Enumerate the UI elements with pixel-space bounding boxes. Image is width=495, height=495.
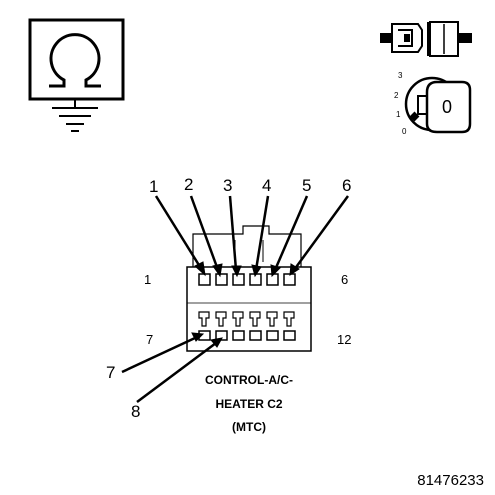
ohmmeter-ground-icon <box>28 18 125 132</box>
key-position-3: 3 <box>398 71 403 80</box>
row-label-bottom-left: 7 <box>146 332 153 347</box>
callout-4: 4 <box>262 176 271 195</box>
caption-line-2: HEATER C2 <box>215 397 282 411</box>
callout-2: 2 <box>184 175 193 194</box>
row-label-top-left: 1 <box>144 272 151 287</box>
key-position-1: 1 <box>396 110 401 119</box>
row-label-bottom-right: 12 <box>337 332 351 347</box>
callout-3: 3 <box>223 176 232 195</box>
callout-6: 6 <box>342 176 351 195</box>
caption-line-3: (MTC) <box>232 420 266 434</box>
key-position-0: 0 <box>402 127 407 136</box>
ignition-key-icon: 3 2 1 0 0 <box>394 71 472 136</box>
callout-5: 5 <box>302 176 311 195</box>
latch-row <box>198 311 295 327</box>
key-face-label: 0 <box>442 97 452 117</box>
key-position-2: 2 <box>394 91 399 100</box>
callout-7: 7 <box>106 363 115 382</box>
callout-1: 1 <box>149 177 158 196</box>
connector-disconnect-icon <box>380 21 472 57</box>
callout-8: 8 <box>131 402 140 421</box>
row-label-top-right: 6 <box>341 272 348 287</box>
callout-arrows <box>121 195 350 404</box>
connector-c2 <box>186 225 312 352</box>
caption-line-1: CONTROL-A/C- <box>205 373 293 387</box>
part-number: 81476233 <box>417 472 484 489</box>
